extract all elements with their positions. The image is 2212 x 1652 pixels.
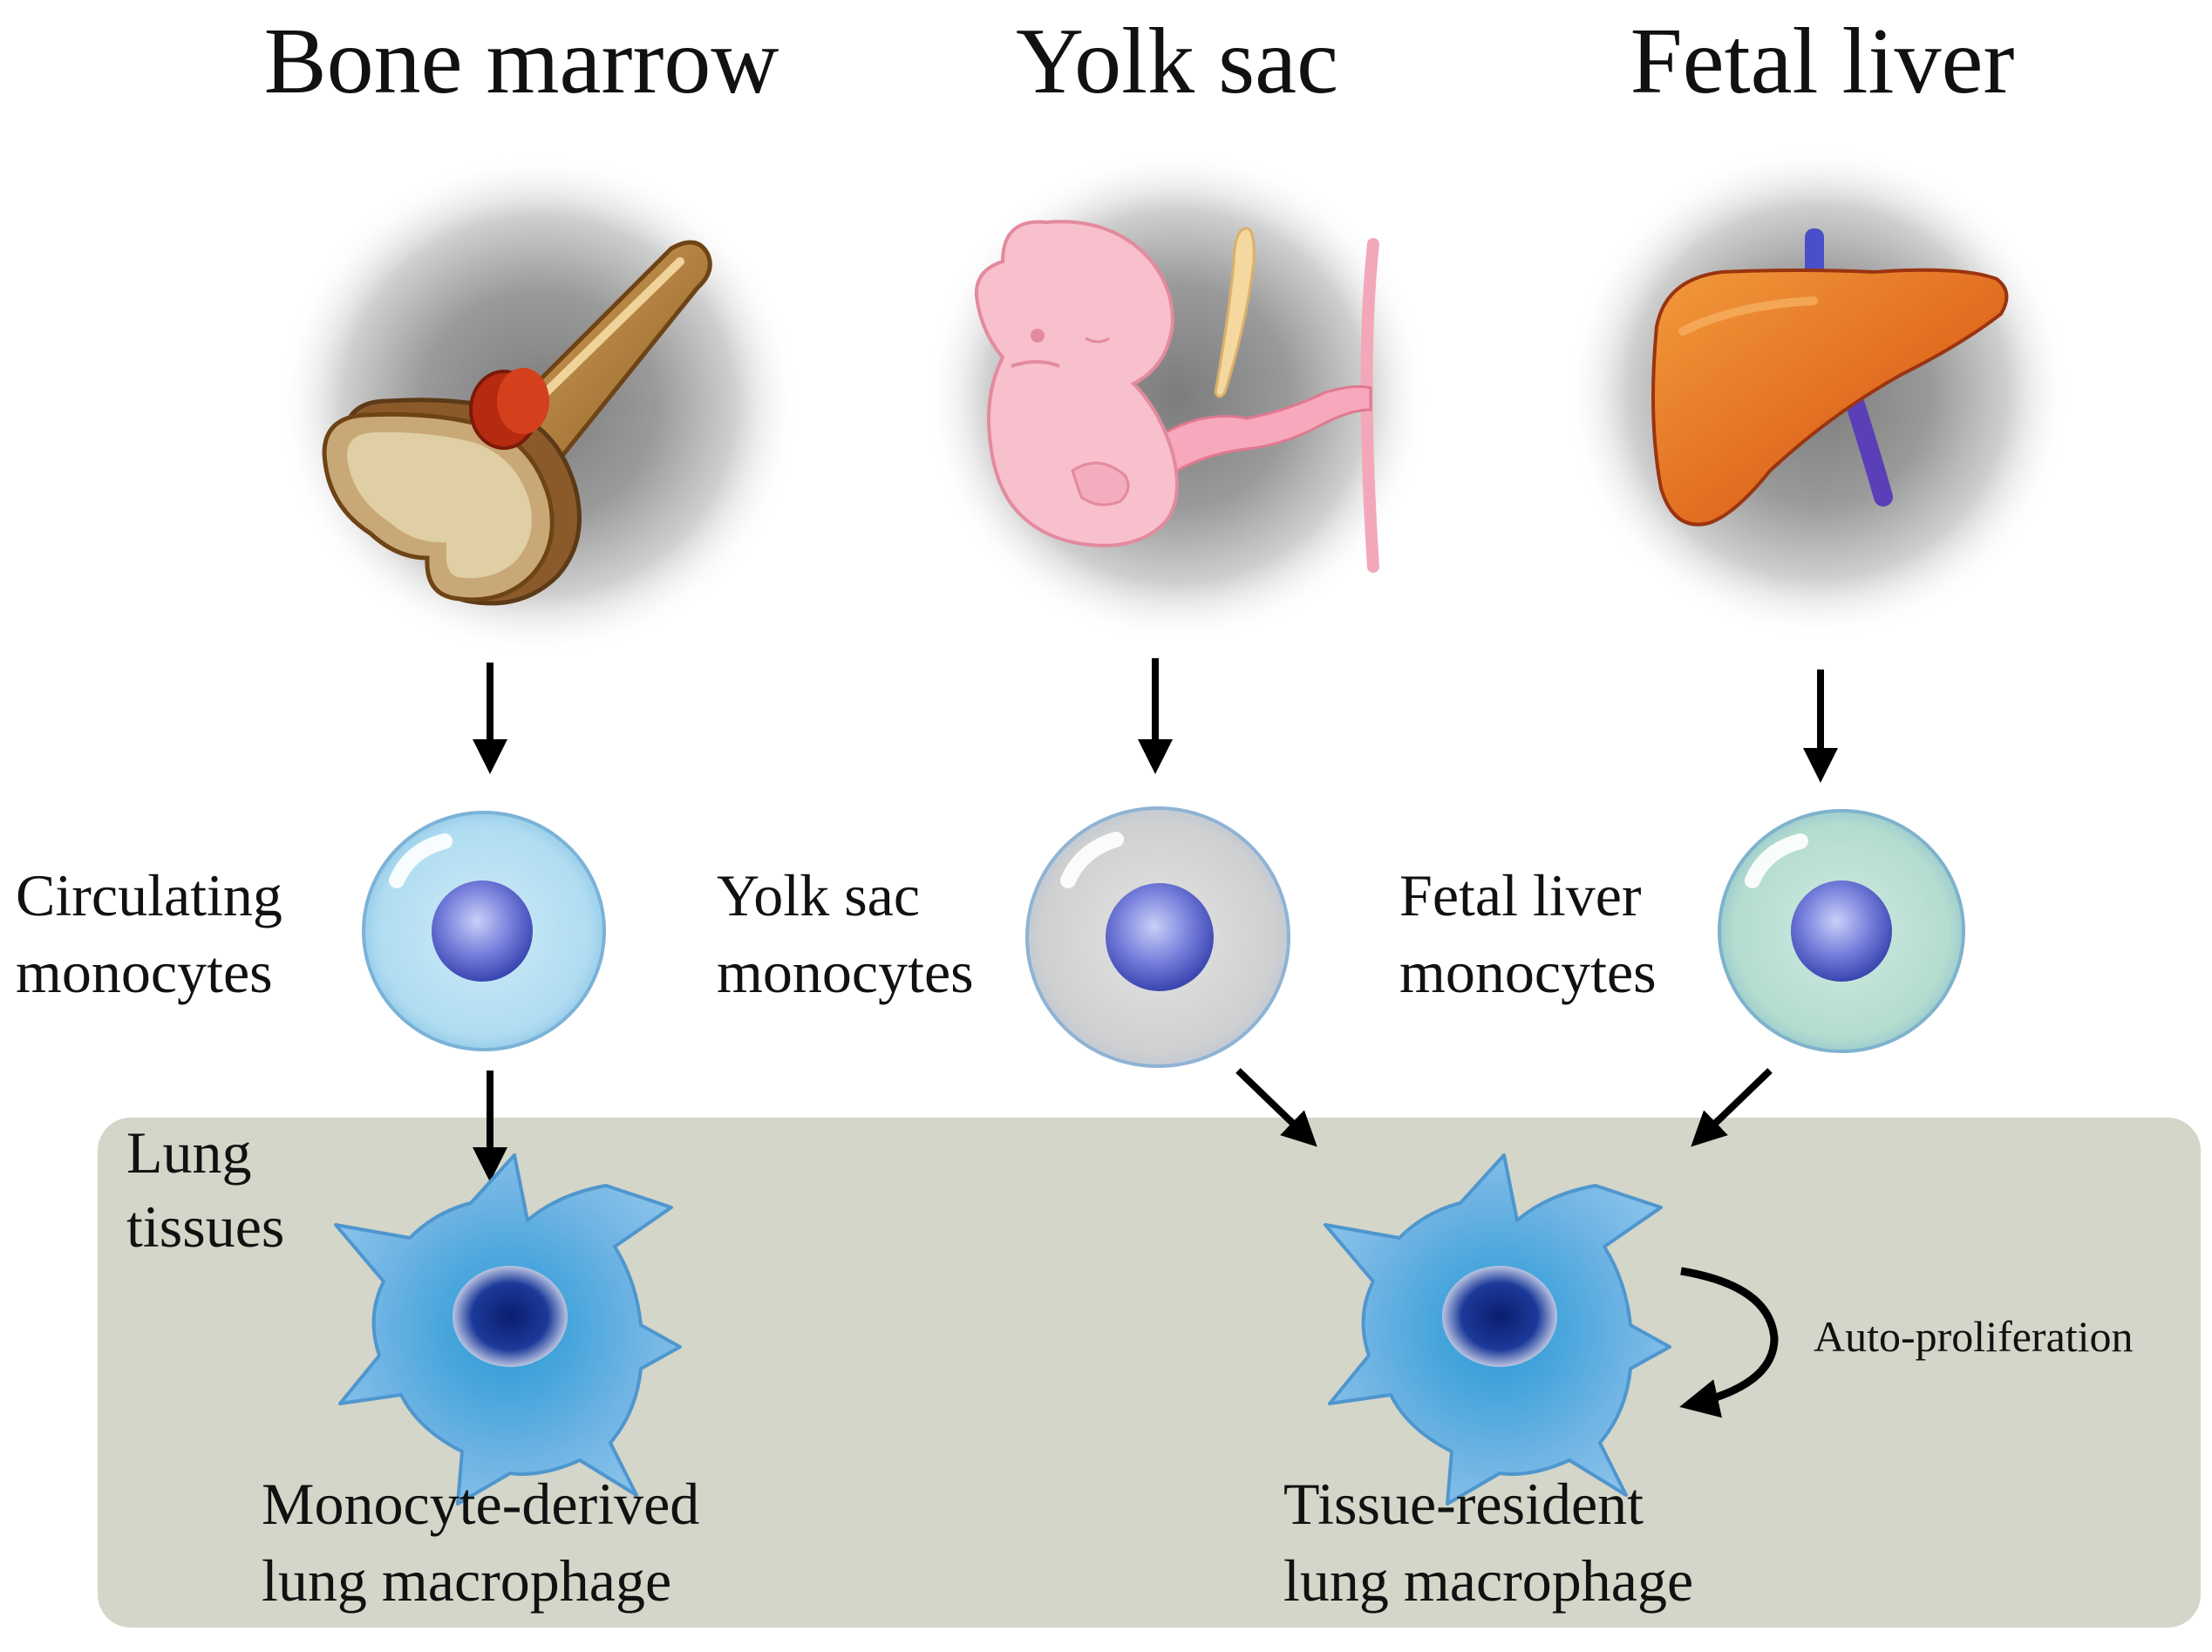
lung-tissue-panel bbox=[98, 1118, 2201, 1628]
label-lung-tissues: Lung tissues bbox=[126, 1119, 284, 1260]
auto-proliferation-arrow bbox=[1679, 1267, 1779, 1418]
embryo-icon bbox=[974, 220, 1379, 573]
title-yolk-sac: Yolk sac bbox=[1016, 10, 1338, 113]
label-monocyte-derived-macrophage: Monocyte-derived lung macrophage bbox=[262, 1471, 714, 1614]
circulating-monocyte-cell bbox=[362, 811, 606, 1051]
label-monocyte-derived-line-2: lung macrophage bbox=[262, 1547, 671, 1614]
liver-icon bbox=[1651, 228, 2009, 527]
label-fetal-liver-monocytes: Fetal liver monocytes bbox=[1399, 862, 1657, 1005]
title-bone-marrow: Bone marrow bbox=[264, 10, 779, 113]
label-lung-line-1: Lung bbox=[126, 1119, 252, 1186]
tissue-resident-macrophage-cell bbox=[1324, 1153, 1671, 1506]
label-auto-proliferation: Auto-proliferation bbox=[1814, 1312, 2134, 1361]
label-fetal-liver-line-2: monocytes bbox=[1399, 939, 1657, 1005]
label-monocyte-derived-line-1: Monocyte-derived bbox=[262, 1471, 699, 1537]
title-fetal-liver: Fetal liver bbox=[1630, 10, 2015, 113]
label-circulating-line-1: Circulating bbox=[16, 862, 282, 928]
label-circulating-line-2: monocytes bbox=[16, 939, 273, 1005]
fetal-liver-monocyte-cell bbox=[1718, 809, 1965, 1053]
label-yolk-sac-line-1: Yolk sac bbox=[717, 862, 920, 928]
arrow-yolk-sac-to-tissue-resident bbox=[1235, 1068, 1317, 1147]
label-tissue-resident-macrophage: Tissue-resident lung macrophage bbox=[1283, 1471, 1693, 1614]
label-circulating-monocytes: Circulating monocytes bbox=[16, 862, 297, 1005]
label-fetal-liver-line-1: Fetal liver bbox=[1399, 862, 1642, 928]
yolk-sac-monocyte-cell bbox=[1025, 806, 1290, 1068]
label-tissue-resident-line-2: lung macrophage bbox=[1283, 1547, 1693, 1614]
label-lung-line-2: tissues bbox=[126, 1193, 284, 1260]
monocyte-derived-macrophage-cell bbox=[334, 1153, 682, 1506]
label-yolk-sac-monocytes: Yolk sac monocytes bbox=[717, 862, 974, 1005]
label-yolk-sac-line-2: monocytes bbox=[717, 939, 974, 1005]
arrow-fetal-liver-to-tissue-resident bbox=[1691, 1068, 1773, 1147]
label-tissue-resident-line-1: Tissue-resident bbox=[1283, 1471, 1644, 1537]
bone-icon bbox=[322, 240, 712, 606]
